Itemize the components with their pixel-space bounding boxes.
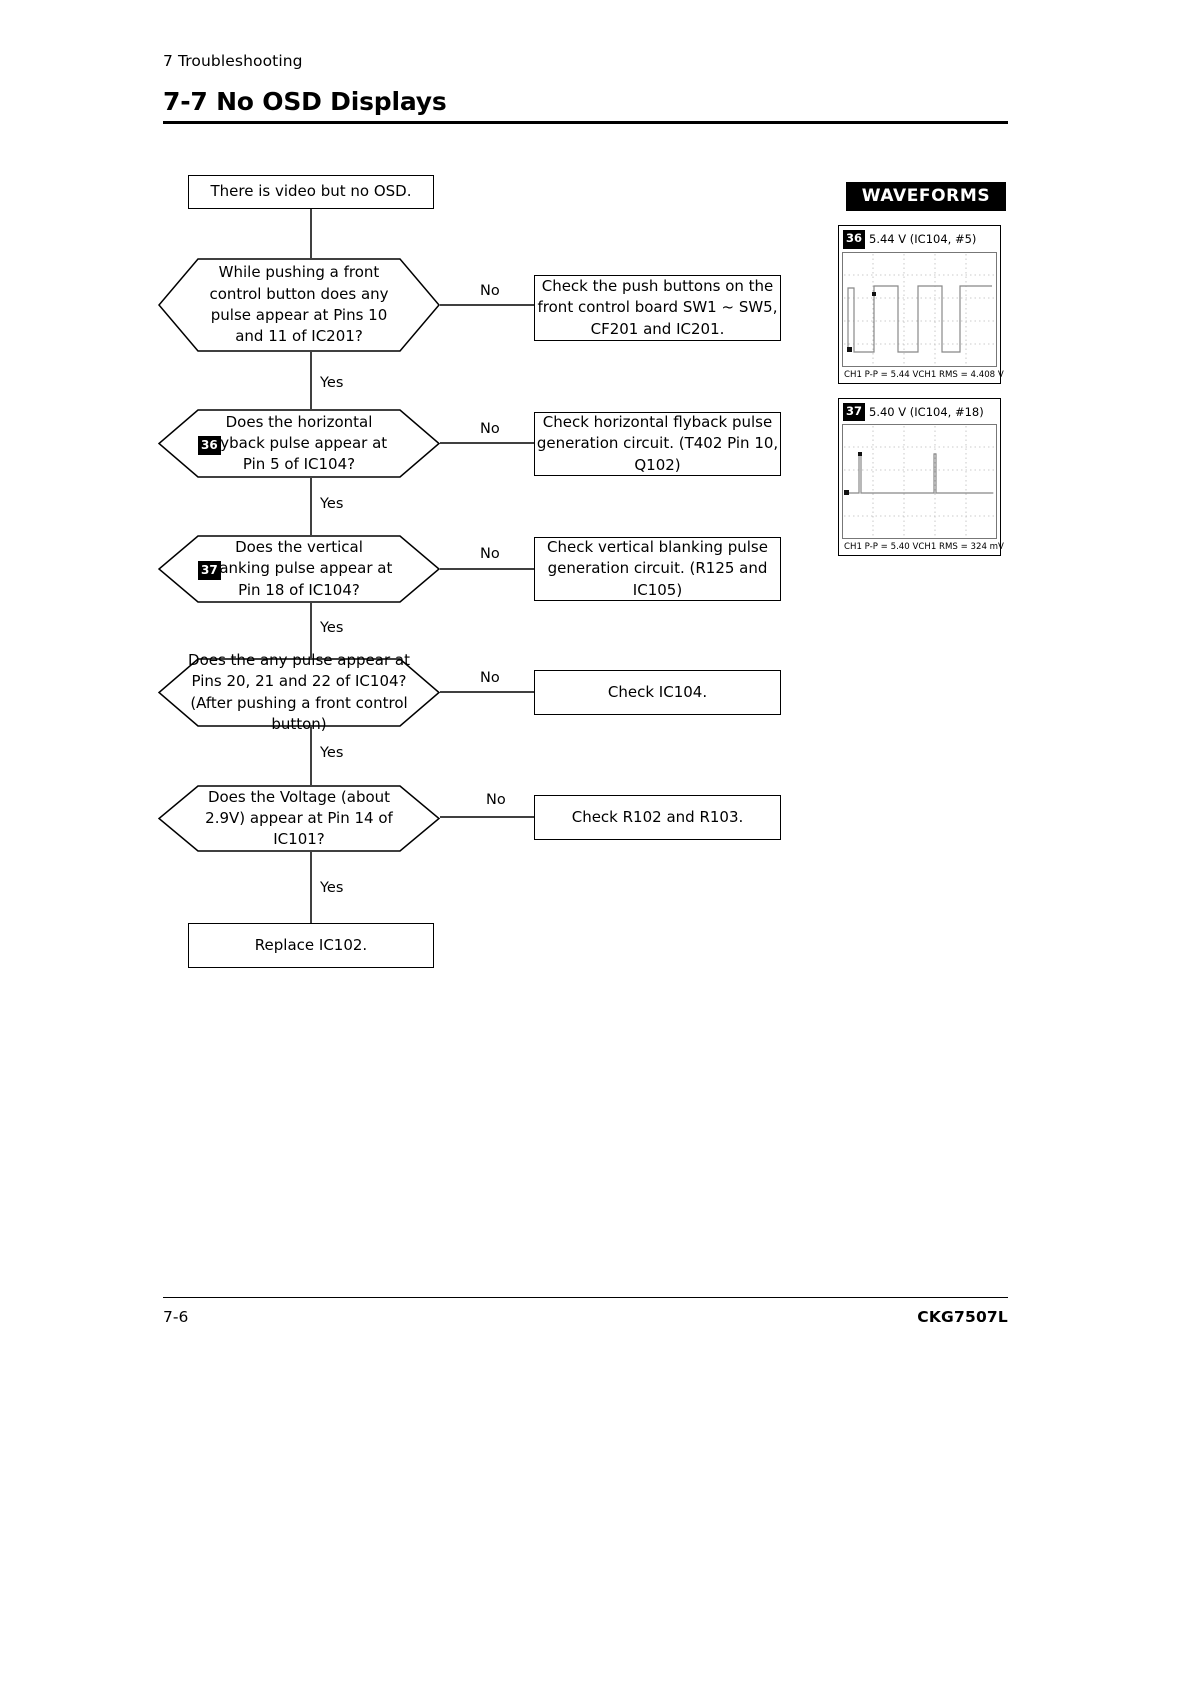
action-box-d2: Check horizontal flyback pulse generatio… [534,412,781,476]
hexagon-shape [158,258,440,352]
branch-label-yes-d1: Yes [318,375,346,391]
waveforms-panel-title: WAVEFORMS [846,182,1006,211]
action-label-d1: Check the push buttons on the front cont… [537,277,778,338]
waveform-rms-37: CH1 RMS = 324 mV [918,542,1004,552]
waveform-badge-36: 36 [843,230,866,249]
waveform-rms-36: CH1 RMS = 4.408 V [918,369,1004,380]
decision-label-d5: Does the Voltage (about 2.9V) appear at … [205,787,393,849]
decision-label-d3: Does the vertical blanking pulse appear … [205,538,393,599]
action-box-d4: Check IC104. [534,670,781,715]
branch-label-yes-d5: Yes [318,880,346,896]
waveform-ref-badge-37: 37 [198,561,221,580]
decision-label-d1: While pushing a front control button doe… [209,263,389,346]
decision-node-d5: Does the Voltage (about 2.9V) appear at … [158,785,440,852]
flowchart-connectors [310,207,534,924]
waveform-caption-36: 5.44 V (IC104, #5) [869,232,977,247]
branch-label-yes-d4: Yes [318,745,346,761]
oscilloscope-screen-37 [842,424,997,539]
troubleshooting-flowchart: There is video but no OSD. While pushing… [158,175,781,968]
decision-label-d2: Does the horizontal flyback pulse appear… [210,412,388,474]
waveform-card-37: 37 5.40 V (IC104, #18) CH1 P-P = 5.40 V … [838,397,1004,556]
branch-label-no-d2: No [478,421,502,437]
branch-label-yes-d3: Yes [318,620,346,636]
action-label-d2: Check horizontal flyback pulse generatio… [536,413,779,474]
waveform-card-head-37: 37 5.40 V (IC104, #18) [842,402,997,425]
footer-divider [163,1297,1008,1298]
flow-end-box: Replace IC102. [188,923,434,968]
branch-label-no-d1: No [478,283,502,299]
hexagon-shape [158,535,440,603]
decision-node-d1: While pushing a front control button doe… [158,258,440,352]
action-label-d5: Check R102 and R103. [571,807,744,826]
waveform-caption-37: 5.40 V (IC104, #18) [869,404,984,419]
action-box-d1: Check the push buttons on the front cont… [534,275,781,341]
flow-start-box: There is video but no OSD. [188,175,434,209]
waveform-measurements-36: CH1 P-P = 5.44 V CH1 RMS = 4.408 V [842,367,1004,381]
waveform-card-36: 36 5.44 V (IC104, #5) CH1 P-P = 5.44 V C… [838,225,1004,384]
waveform-badge-37: 37 [843,402,866,421]
flow-start-label: There is video but no OSD. [210,182,412,201]
hexagon-shape [158,785,440,852]
decision-label-d4: Does the any pulse appear at Pins 20, 21… [188,650,410,733]
title-divider [163,121,1008,124]
waveform-ref-badge-36: 36 [198,436,221,455]
action-box-d3: Check vertical blanking pulse generation… [534,537,781,601]
branch-label-no-d5: No [484,792,508,808]
hexagon-shape [158,409,440,478]
waveform-card-head-36: 36 5.44 V (IC104, #5) [842,229,997,252]
chapter-label: 7 Troubleshooting [163,52,303,70]
branch-label-yes-d2: Yes [318,496,346,512]
decision-node-d4: Does the any pulse appear at Pins 20, 21… [158,651,440,733]
waveform-pp-36: CH1 P-P = 5.44 V [844,369,919,380]
decision-node-d2: 36 Does the horizontal flyback pulse app… [158,409,440,478]
waveforms-panel: WAVEFORMS 36 5.44 V (IC104, #5) CH1 [838,182,1008,556]
branch-label-no-d3: No [478,546,502,562]
decision-node-d3: 37 Does the vertical blanking pulse appe… [158,535,440,603]
waveform-pp-37: CH1 P-P = 5.40 V [844,542,919,552]
oscilloscope-screen-36 [842,251,997,367]
hexagon-shape [158,658,440,727]
footer-page-number: 7-6 [163,1308,189,1326]
footer-model-number: CKG7507L [917,1308,1008,1326]
action-label-d3: Check vertical blanking pulse generation… [547,538,768,599]
action-label-d4: Check IC104. [607,682,708,701]
waveform-measurements-37: CH1 P-P = 5.40 V CH1 RMS = 324 mV [842,539,1004,553]
page-header: 7 Troubleshooting 7-7 No OSD Displays [163,52,1008,124]
action-box-d5: Check R102 and R103. [534,795,781,840]
flow-end-label: Replace IC102. [254,935,368,954]
page-title: 7-7 No OSD Displays [163,87,447,116]
branch-label-no-d4: No [478,670,502,686]
